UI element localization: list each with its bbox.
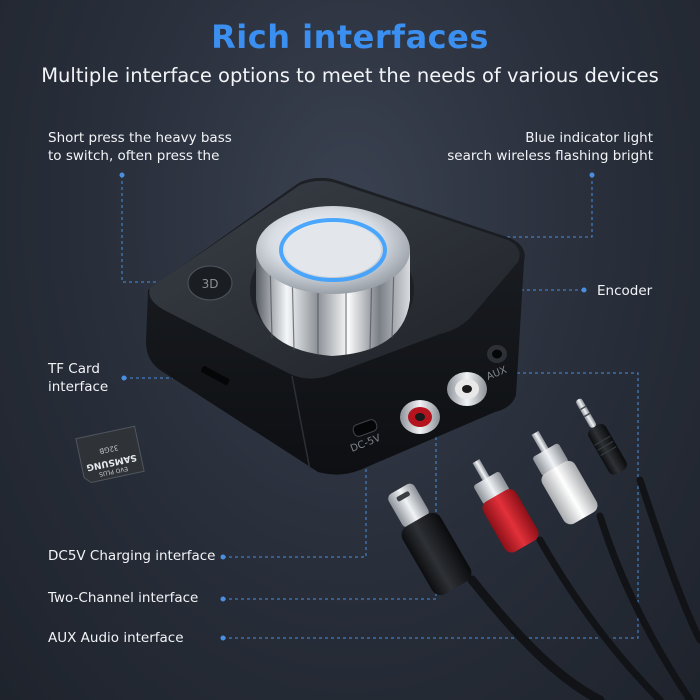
leader-blue (410, 175, 593, 238)
rca-red-jack (400, 400, 440, 434)
leader-bass (121, 175, 192, 283)
encoder-knob (250, 206, 414, 356)
callout-tf-line2: interface (48, 379, 109, 395)
callout-bass-line2: to switch, often press the (48, 148, 220, 164)
callout-aux-text: AUX Audio interface (48, 630, 184, 646)
rca-red-cable (536, 536, 664, 700)
callout-two-channel: Two-Channel interface (48, 589, 198, 607)
typec-cable (467, 575, 605, 700)
leader-dots (119, 172, 595, 641)
callout-encoder-text: Encoder (597, 283, 653, 299)
page-title: Rich interfaces (211, 18, 489, 56)
aux-jack (487, 345, 507, 363)
callout-blue-line2: search wireless flashing bright (447, 148, 653, 164)
callout-aux: AUX Audio interface (48, 629, 184, 647)
callout-blue-indicator: Blue indicator light search wireless fla… (447, 129, 653, 165)
callout-blue-line1: Blue indicator light (525, 130, 653, 146)
blue-indicator-ring (279, 218, 387, 282)
receiver-device: 3D DC-5V (146, 177, 525, 475)
leader-aux (223, 372, 639, 639)
callout-encoder: Encoder (597, 282, 652, 300)
rca-white-jack (447, 372, 487, 406)
port-panel: DC-5V AUX (349, 345, 509, 455)
typec-plug (388, 483, 472, 596)
tf-card-capacity: 32GB (98, 443, 119, 455)
tf-card: 32GB SAMSUNG EVO PLUS (75, 425, 145, 484)
rca-red-plug (472, 459, 539, 553)
page-subtitle: Multiple interface options to meet the n… (41, 64, 659, 87)
rca-white-cable (596, 512, 694, 700)
callout-two-channel-text: Two-Channel interface (48, 590, 199, 606)
callout-tf-line1: TF Card (48, 361, 100, 377)
callout-bass-button: Short press the heavy bass to switch, of… (48, 129, 232, 165)
tf-card-slot (201, 366, 230, 385)
aux-plug (576, 398, 627, 475)
callout-dc5v-text: DC5V Charging interface (48, 548, 216, 564)
callout-dc5v: DC5V Charging interface (48, 547, 215, 565)
bass-button-label: 3D (202, 277, 219, 291)
rca-white-plug (531, 430, 598, 525)
callout-bass-line1: Short press the heavy bass (48, 130, 232, 146)
callout-tf-card: TF Card interface (48, 360, 108, 396)
aux-cable (636, 476, 700, 644)
bass-button: 3D (187, 265, 233, 301)
leader-two (223, 400, 437, 600)
dc-port (352, 419, 378, 437)
cables (467, 476, 700, 700)
